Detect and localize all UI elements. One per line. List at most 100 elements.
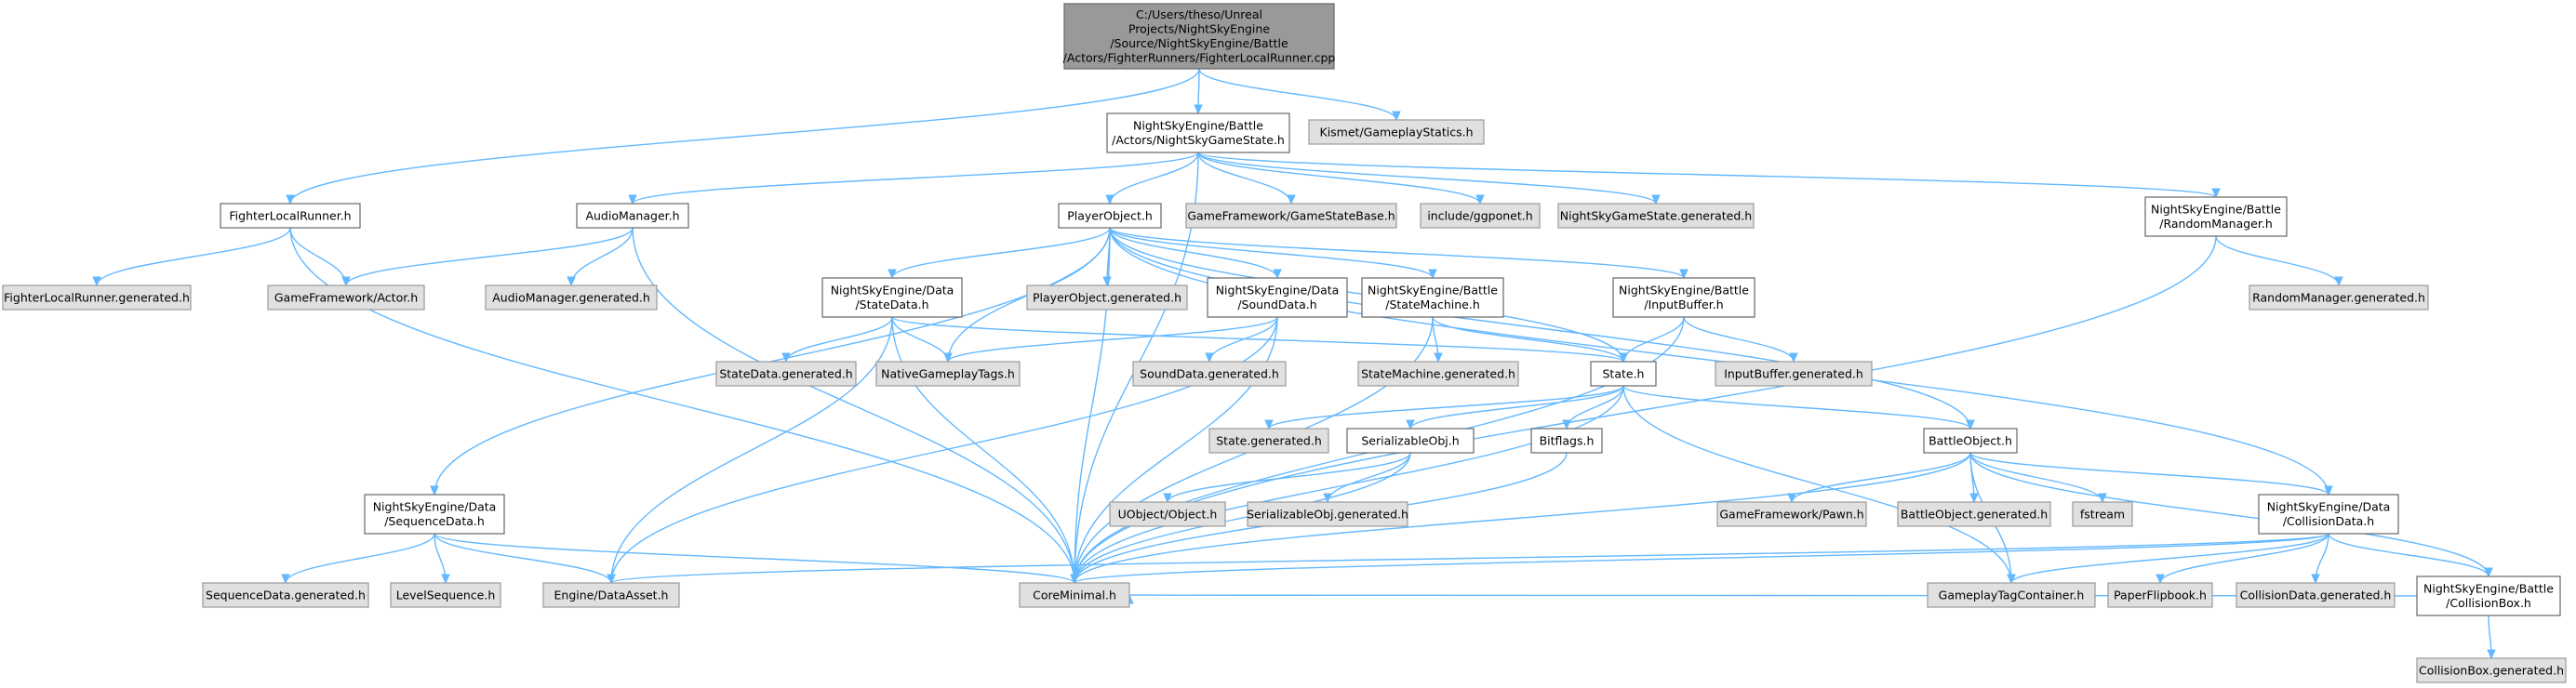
node-smgen: StateMachine.generated.h xyxy=(1357,361,1519,387)
node-label-line: StateData.generated.h xyxy=(719,366,852,380)
node-box xyxy=(875,361,1021,387)
node-serial[interactable]: SerializableObj.h xyxy=(1346,428,1475,454)
edge-gamestate-to-player xyxy=(1105,152,1199,205)
node-label-line: State.h xyxy=(1603,366,1645,380)
node-label-line: /RandomManager.h xyxy=(2159,217,2273,231)
edge-line xyxy=(1074,452,1411,584)
edge-colldata-to-coreminimal xyxy=(1070,533,2329,585)
node-state[interactable]: State.h xyxy=(1590,361,1657,387)
node-dataasset: Engine/DataAsset.h xyxy=(542,582,680,608)
node-label-line: BattleObject.generated.h xyxy=(1901,507,2048,521)
arrowhead-icon xyxy=(1969,493,1979,504)
edge-line xyxy=(285,533,435,584)
node-box xyxy=(1927,582,2096,608)
edge-line xyxy=(1622,316,1685,363)
node-inputbuffer[interactable]: NightSkyEngine/Battle/InputBuffer.h xyxy=(1612,277,1755,318)
node-collbox[interactable]: NightSkyEngine/Battle/CollisionBox.h xyxy=(2416,576,2561,616)
node-box xyxy=(2144,196,2288,237)
node-label-line: /Source/NightSkyEngine/Battle xyxy=(1110,36,1288,50)
arrowhead-icon xyxy=(2324,485,2333,496)
edge-statedata-to-statedatagen xyxy=(781,316,893,364)
node-flr[interactable]: FighterLocalRunner.h xyxy=(220,203,361,229)
edge-state-to-tagcontainer xyxy=(1622,385,2016,585)
edge-colldata-to-dataasset xyxy=(607,533,2329,585)
edge-line xyxy=(2010,533,2329,584)
arrowhead-icon xyxy=(1475,194,1485,205)
node-label-line: GameFramework/Pawn.h xyxy=(1719,507,1863,521)
node-tagcontainer: GameplayTagContainer.h xyxy=(1927,582,2096,608)
edge-inputbuffer-to-state xyxy=(1619,316,1685,364)
arrowhead-icon xyxy=(1434,352,1443,364)
arrowhead-icon xyxy=(1392,111,1401,122)
node-seqdata[interactable]: NightSkyEngine/Data/SequenceData.h xyxy=(364,494,505,535)
node-box xyxy=(1019,582,1130,608)
node-serialgen: SerializableObj.generated.h xyxy=(1247,501,1408,527)
arrowhead-icon xyxy=(1789,352,1798,364)
edge-statedata-to-coreminimal xyxy=(891,316,1079,585)
node-box xyxy=(2072,501,2133,527)
arrowhead-icon xyxy=(341,276,351,287)
edge-colldata-to-tagcontainer xyxy=(2007,533,2329,585)
arrowhead-icon xyxy=(1163,493,1172,504)
edge-line xyxy=(434,533,1075,584)
arrowhead-icon xyxy=(1287,194,1296,205)
edge-line xyxy=(1622,385,1971,430)
node-battleobj[interactable]: BattleObject.h xyxy=(1923,428,2018,454)
node-box xyxy=(2107,582,2213,608)
node-box xyxy=(1026,284,1188,311)
node-box xyxy=(267,284,425,311)
edge-line xyxy=(1969,452,2103,503)
arrowhead-icon xyxy=(2334,276,2343,287)
arrowhead-icon xyxy=(628,194,637,205)
arrowhead-icon xyxy=(1070,574,1079,585)
node-collgen: CollisionData.generated.h xyxy=(2236,582,2396,608)
node-randomgen: RandomManager.generated.h xyxy=(2249,284,2429,311)
node-colldata[interactable]: NightSkyEngine/Data/CollisionData.h xyxy=(2258,494,2399,535)
node-label-line: PaperFlipbook.h xyxy=(2114,588,2207,602)
node-gamestate[interactable]: NightSkyEngine/Battle/Actors/NightSkyGam… xyxy=(1106,112,1290,153)
node-label-line: GameplayTagContainer.h xyxy=(1939,588,2085,602)
edge-line xyxy=(2159,533,2329,584)
node-box xyxy=(1109,501,1226,527)
node-bitflags[interactable]: Bitflags.h xyxy=(1530,428,1603,454)
node-coreminimal: CoreMinimal.h xyxy=(1019,582,1130,608)
edge-line xyxy=(2215,235,2340,286)
node-label-line: /StateData.h xyxy=(855,298,928,311)
node-statedata[interactable]: NightSkyEngine/Data/StateData.h xyxy=(821,277,963,318)
arrowhead-icon xyxy=(607,574,616,585)
edge-line xyxy=(1409,385,1624,430)
edge-line xyxy=(1969,452,2489,577)
node-sounddatagen: SoundData.generated.h xyxy=(1132,361,1287,387)
arrowhead-icon xyxy=(2211,188,2221,199)
node-box xyxy=(220,203,361,229)
node-box xyxy=(1420,203,1541,229)
node-label-line: NightSkyEngine/Battle xyxy=(1619,284,1749,298)
edge-line xyxy=(1197,152,1657,205)
node-label-line: NightSkyEngine/Battle xyxy=(1368,284,1498,298)
node-label-line: PlayerObject.generated.h xyxy=(1033,290,1181,304)
node-random[interactable]: NightSkyEngine/Battle/RandomManager.h xyxy=(2144,196,2288,237)
edge-line xyxy=(1109,152,1199,205)
edge-state-to-serial xyxy=(1406,385,1624,430)
node-label-line: Kismet/GameplayStatics.h xyxy=(1320,125,1474,139)
node-label-line: SequenceData.generated.h xyxy=(206,588,366,602)
node-box xyxy=(1557,203,1755,229)
node-audio[interactable]: AudioManager.h xyxy=(576,203,689,229)
node-player[interactable]: PlayerObject.h xyxy=(1058,203,1162,229)
node-fstream: fstream xyxy=(2072,501,2133,527)
arrowhead-icon xyxy=(92,276,101,287)
node-label-line: Projects/NightSkyEngine xyxy=(1128,22,1270,36)
node-kismet: Kismet/GameplayStatics.h xyxy=(1308,119,1485,145)
edge-statedata-to-state xyxy=(891,316,1628,364)
edge-line xyxy=(1969,452,2329,496)
edge-gamestate-to-gsgen xyxy=(1197,152,1661,205)
node-sounddata[interactable]: NightSkyEngine/Data/SoundData.h xyxy=(1207,277,1348,318)
node-statemachine[interactable]: NightSkyEngine/Battle/StateMachine.h xyxy=(1361,277,1504,318)
node-root: C:/Users/theso/UnrealProjects/NightSkyEn… xyxy=(1063,3,1335,70)
node-stategen: State.generated.h xyxy=(1208,428,1329,454)
edge-line xyxy=(891,227,1111,279)
edge-line xyxy=(1074,533,2329,584)
edge-player-to-statedata xyxy=(888,227,1111,280)
node-box xyxy=(1361,277,1504,318)
arrowhead-icon xyxy=(1966,419,1975,430)
